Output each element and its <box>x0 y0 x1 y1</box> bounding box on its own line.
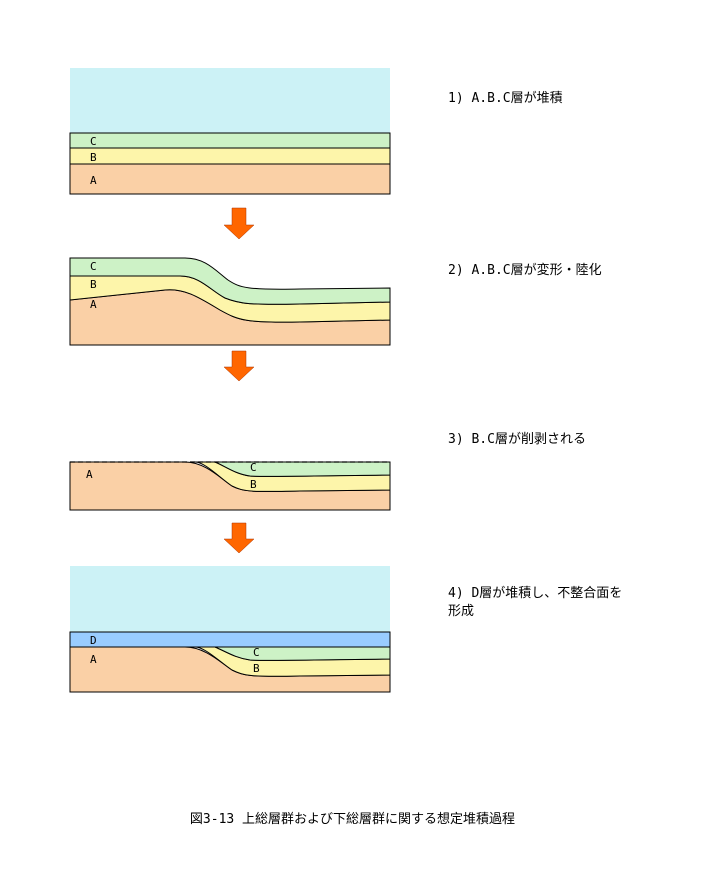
layer-a <box>69 163 391 195</box>
layer-label-b: B <box>253 662 260 675</box>
layer-label-b: B <box>90 278 97 291</box>
step-3-description: 3) B.C層が削剥される <box>448 432 586 447</box>
down-arrow-icon <box>223 522 255 554</box>
figure-caption: 図3-13 上総層群および下総層群に関する想定堆積過程 <box>189 812 516 827</box>
layer-label-a: A <box>90 174 97 187</box>
sea-water <box>70 68 390 133</box>
panel-1: C B A <box>69 68 391 195</box>
layer-label-b: B <box>90 151 97 164</box>
step-1-description: 1) A.B.C層が堆積 <box>448 91 563 106</box>
layer-d <box>69 631 391 648</box>
down-arrow-icon <box>223 350 255 382</box>
panel-2: C B A <box>69 257 391 346</box>
layer-b <box>69 147 391 165</box>
layer-label-a: A <box>90 653 97 666</box>
layer-label-d: D <box>90 634 97 647</box>
step-4-description: 4) D層が堆積し、不整合面を 形成 <box>448 586 623 619</box>
panel-4: D A C B <box>69 566 391 693</box>
layer-c <box>69 257 391 305</box>
layer-label-c: C <box>250 461 257 474</box>
layer-c <box>214 646 391 661</box>
down-arrow-icon <box>223 207 255 240</box>
step-2-description: 2) A.B.C層が変形・陸化 <box>448 263 602 278</box>
layer-c <box>69 132 391 149</box>
layer-label-c: C <box>90 260 97 273</box>
panel-3: A C B <box>69 461 391 511</box>
layer-label-c: C <box>253 646 260 659</box>
layer-label-a: A <box>86 468 93 481</box>
sea-water <box>70 566 390 632</box>
layer-label-c: C <box>90 135 97 148</box>
layer-c <box>214 461 391 477</box>
layer-label-b: B <box>250 478 257 491</box>
layer-label-a: A <box>90 298 97 311</box>
